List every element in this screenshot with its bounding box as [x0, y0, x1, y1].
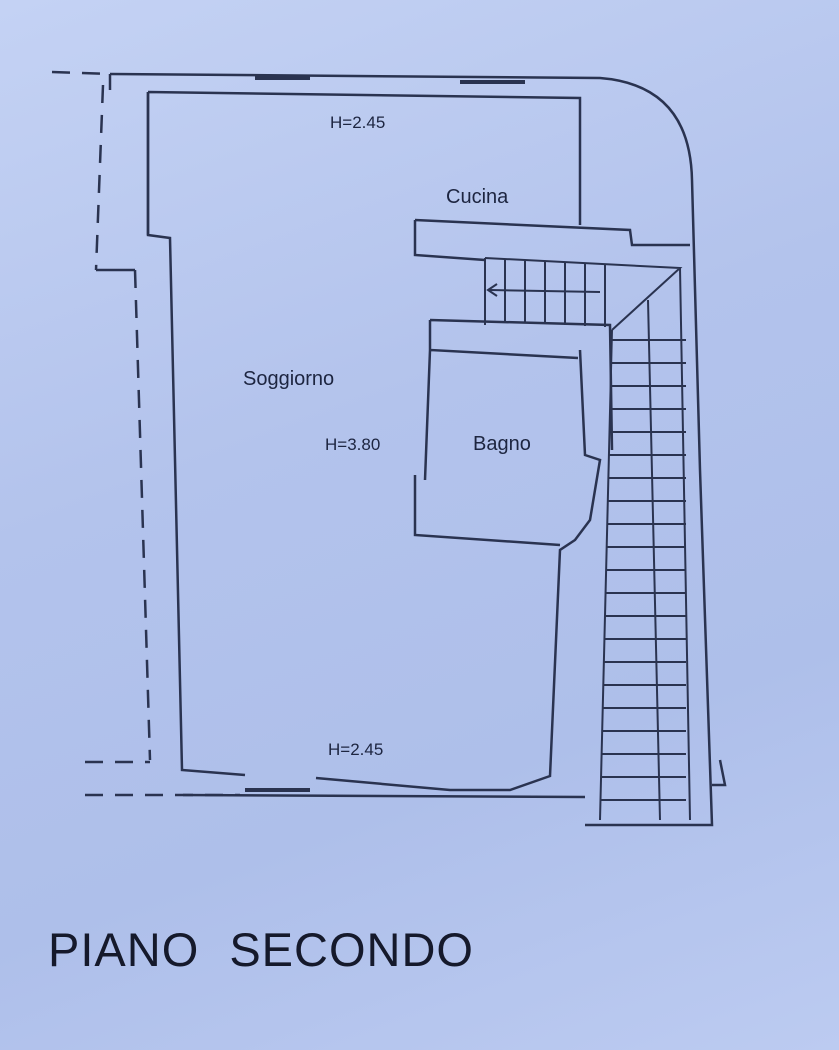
height-label-top: H=2.45	[330, 113, 386, 132]
kitchen-partition	[413, 218, 690, 262]
height-label-bottom: H=2.45	[328, 740, 384, 759]
room-label-bagno: Bagno	[473, 433, 531, 455]
plan-title: PIANO SECONDO	[48, 923, 474, 976]
bagno-walls	[413, 318, 614, 547]
room-label-cucina: Cucina	[446, 186, 509, 208]
outer-wall	[96, 72, 714, 827]
staircase	[484, 257, 691, 821]
room-label-soggiorno: Soggiorno	[243, 368, 335, 390]
height-label-center: H=3.80	[325, 435, 381, 454]
stair-treads	[600, 339, 686, 801]
property-boundary-dashed	[51, 70, 240, 797]
